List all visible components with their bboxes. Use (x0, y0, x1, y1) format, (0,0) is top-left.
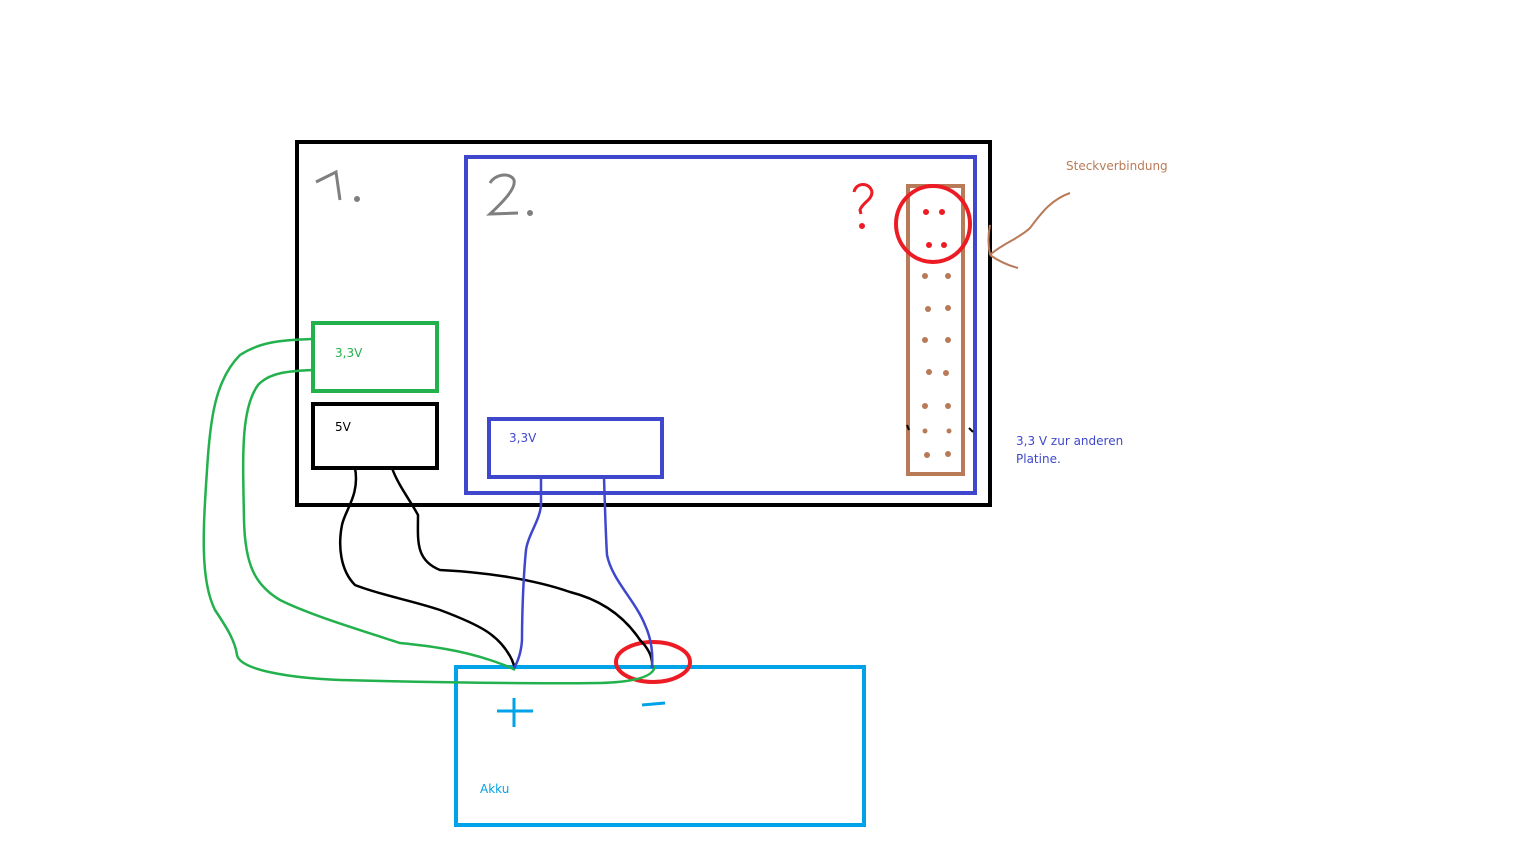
section-two-number (486, 173, 533, 216)
highlighted-pins (923, 209, 947, 248)
black-regulator-label: 5V (335, 420, 351, 434)
green-wire (241, 368, 516, 672)
blue-wire (602, 476, 654, 669)
connector-header (906, 184, 965, 476)
green-regulator-label: 3,3V (335, 346, 363, 360)
board-two-outline (464, 155, 977, 495)
section-one-text: 1. (312, 168, 313, 169)
black-wire (339, 467, 517, 669)
green-wire (202, 337, 657, 685)
green-regulator-box (311, 321, 439, 393)
section-two-text: 2. (487, 176, 488, 177)
connector-label: Steckverbindung (1066, 159, 1168, 173)
blue-regulator-label: 3,3V (509, 431, 537, 445)
battery-label: Akku (480, 782, 510, 796)
output-label-line1: 3,3 V zur anderen (1016, 434, 1124, 448)
tick-mark (906, 424, 910, 431)
minus-icon (641, 701, 666, 707)
black-regulator-box (311, 402, 439, 470)
plus-icon (497, 698, 533, 727)
tick-mark (968, 427, 974, 433)
connector-arrow (987, 192, 1071, 269)
output-label-line2: Platine. (1016, 452, 1061, 466)
blue-wire (512, 477, 543, 669)
section-one-number (315, 169, 360, 202)
header-pins (922, 273, 952, 458)
main-board-outline (295, 140, 992, 507)
question-mark-icon (852, 183, 874, 229)
battery-box (454, 665, 866, 827)
plus-text: + (497, 700, 498, 701)
highlight-circle-pins (894, 184, 972, 264)
question-mark-text: ? (852, 184, 853, 185)
highlight-circle-minus (614, 640, 692, 684)
blue-regulator-box (487, 417, 664, 479)
black-wire (390, 467, 654, 669)
